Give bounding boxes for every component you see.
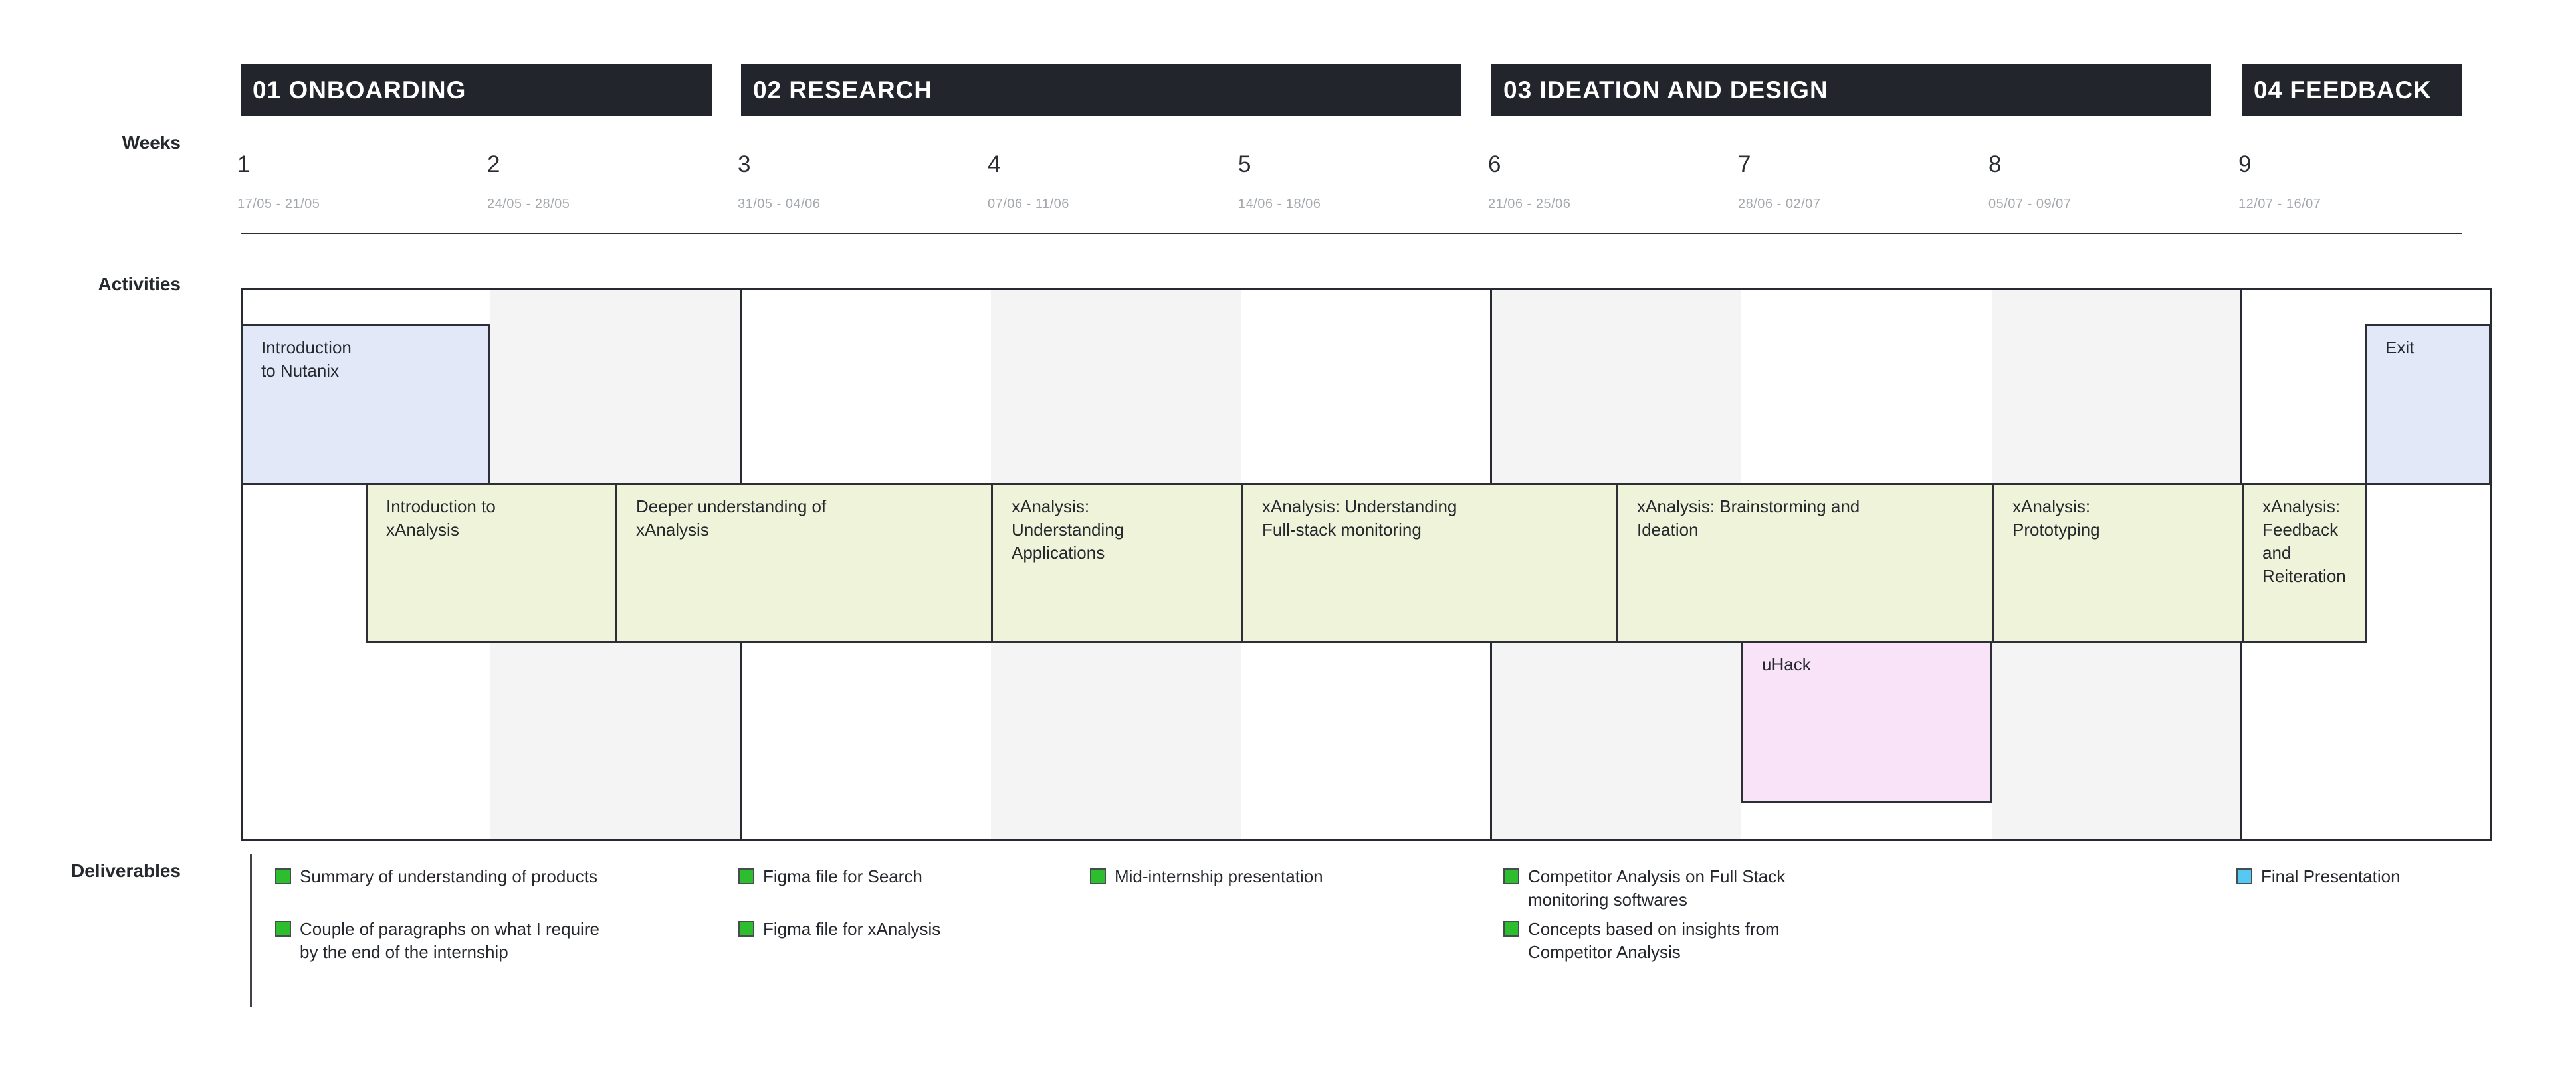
activities-row-label: Activities xyxy=(98,274,181,294)
weeks-axis-rule xyxy=(241,233,2462,234)
week-dates: 07/06 - 11/06 xyxy=(988,197,1069,211)
week-column-1: 1 17/05 - 21/05 xyxy=(237,150,483,212)
phase-bar-03-ideation-and-design: 03 IDEATION AND DESIGN xyxy=(1491,64,2211,116)
deliverable-text: Figma file for Search xyxy=(763,866,922,886)
deliverable-text: Mid-internship presentation xyxy=(1115,866,1323,886)
activity-block-introduction-to-nutanix: Introduction to Nutanix xyxy=(241,324,490,485)
weeks-row-label: Weeks xyxy=(122,132,181,153)
week-dates: 12/07 - 16/07 xyxy=(2238,197,2321,211)
deliverable-item: Concepts based on insights from Competit… xyxy=(1503,918,1780,964)
week-number: 1 xyxy=(237,151,251,177)
week-dates: 24/05 - 28/05 xyxy=(487,197,570,211)
phase-label: 01 ONBOARDING xyxy=(253,76,467,104)
activity-block-uhack: uHack xyxy=(1741,641,1992,803)
week-dates: 14/06 - 18/06 xyxy=(1238,197,1321,211)
week-column-5: 5 14/06 - 18/06 xyxy=(1238,150,1484,212)
week-column-7: 7 28/06 - 02/07 xyxy=(1738,150,1984,212)
activity-block-fullstack-monitoring: xAnalysis: Understanding Full-stack moni… xyxy=(1241,483,1618,643)
week-column-6: 6 21/06 - 25/06 xyxy=(1488,150,1734,212)
deliverable-text: Competitor Analysis on Full Stack monito… xyxy=(1528,866,1786,910)
week-number: 6 xyxy=(1488,151,1501,177)
week-column-4: 4 07/06 - 11/06 xyxy=(988,150,1234,212)
activity-block-prototyping: xAnalysis: Prototyping xyxy=(1992,483,2244,643)
week-number: 7 xyxy=(1738,151,1751,177)
week-number: 5 xyxy=(1238,151,1251,177)
green-square-bullet-icon xyxy=(1503,921,1519,937)
week-dates: 28/06 - 02/07 xyxy=(1738,197,1821,211)
activity-label: Introduction to Nutanix xyxy=(261,338,352,381)
deliverables-divider-line xyxy=(250,854,252,1007)
week-number: 3 xyxy=(738,151,751,177)
week-number: 8 xyxy=(1988,151,2002,177)
phase-bar-04-feedback: 04 FEEDBACK xyxy=(2242,64,2462,116)
activity-block-deeper-understanding: Deeper understanding of xAnalysis xyxy=(615,483,993,643)
activity-label: uHack xyxy=(1762,654,1811,674)
green-square-bullet-icon xyxy=(1090,868,1106,884)
activity-label: xAnalysis: Prototyping xyxy=(2012,496,2100,540)
phase-label: 02 RESEARCH xyxy=(753,76,933,104)
week-column-9: 9 12/07 - 16/07 xyxy=(2238,150,2484,212)
deliverables-row-label: Deliverables xyxy=(71,860,181,881)
deliverable-item: Mid-internship presentation xyxy=(1090,865,1323,888)
phase-label: 03 IDEATION AND DESIGN xyxy=(1503,76,1828,104)
blue-square-bullet-icon xyxy=(2236,868,2252,884)
week-dates: 21/06 - 25/06 xyxy=(1488,197,1571,211)
week-column-8: 8 05/07 - 09/07 xyxy=(1988,150,2234,212)
deliverable-text: Summary of understanding of products xyxy=(300,866,598,886)
week-column-2: 2 24/05 - 28/05 xyxy=(487,150,733,212)
deliverable-item: Final Presentation xyxy=(2236,865,2401,888)
deliverable-item: Figma file for xAnalysis xyxy=(738,918,940,941)
week-number: 2 xyxy=(487,151,500,177)
activity-label: Deeper understanding of xAnalysis xyxy=(636,496,827,540)
activity-label: xAnalysis: Feedback and Reiteration xyxy=(2262,496,2346,586)
activity-block-exit: Exit xyxy=(2365,324,2491,485)
deliverable-text: Concepts based on insights from Competit… xyxy=(1528,919,1780,962)
activity-label: Introduction to xAnalysis xyxy=(386,496,496,540)
deliverable-item: Couple of paragraphs on what I require b… xyxy=(275,918,599,964)
green-square-bullet-icon xyxy=(1503,868,1519,884)
activity-block-introduction-to-xanalysis: Introduction to xAnalysis xyxy=(366,483,617,643)
activity-label: Exit xyxy=(2385,338,2415,357)
week-dates: 31/05 - 04/06 xyxy=(738,197,821,211)
activity-block-feedback-reiteration: xAnalysis: Feedback and Reiteration xyxy=(2242,483,2367,643)
week-number: 9 xyxy=(2238,151,2252,177)
activity-label: xAnalysis: Brainstorming and Ideation xyxy=(1637,496,1860,540)
deliverable-text: Couple of paragraphs on what I require b… xyxy=(300,919,599,962)
week-dates: 17/05 - 21/05 xyxy=(237,197,320,211)
week-dates: 05/07 - 09/07 xyxy=(1988,197,2072,211)
phase-label: 04 FEEDBACK xyxy=(2254,76,2432,104)
week-column-3: 3 31/05 - 04/06 xyxy=(738,150,984,212)
green-square-bullet-icon xyxy=(275,868,291,884)
week-number: 4 xyxy=(988,151,1001,177)
deliverable-item: Summary of understanding of products xyxy=(275,865,597,888)
deliverable-item: Competitor Analysis on Full Stack monito… xyxy=(1503,865,1785,912)
deliverable-text: Final Presentation xyxy=(2261,866,2401,886)
phase-bar-02-research: 02 RESEARCH xyxy=(741,64,1461,116)
green-square-bullet-icon xyxy=(275,921,291,937)
phase-bar-01-onboarding: 01 ONBOARDING xyxy=(241,64,712,116)
activity-block-understanding-applications: xAnalysis: Understanding Applications xyxy=(991,483,1243,643)
green-square-bullet-icon xyxy=(738,921,754,937)
deliverable-text: Figma file for xAnalysis xyxy=(763,919,941,939)
activity-block-brainstorming-ideation: xAnalysis: Brainstorming and Ideation xyxy=(1616,483,1994,643)
deliverable-item: Figma file for Search xyxy=(738,865,922,888)
green-square-bullet-icon xyxy=(738,868,754,884)
activity-label: xAnalysis: Understanding Full-stack moni… xyxy=(1262,496,1457,540)
activity-label: xAnalysis: Understanding Applications xyxy=(1012,496,1125,563)
